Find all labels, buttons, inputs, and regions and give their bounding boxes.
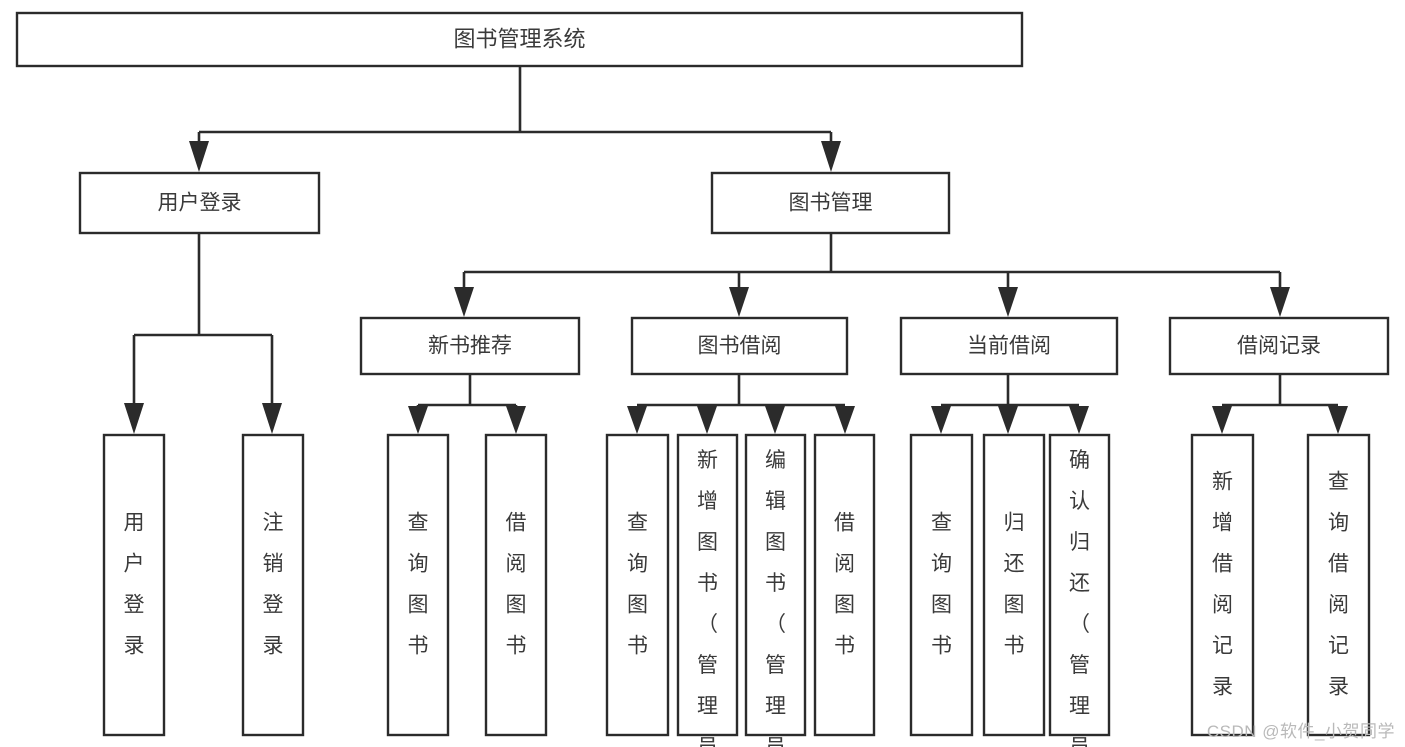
- node-label: 图书管理: [789, 192, 873, 215]
- node-label: 查询图书: [931, 511, 952, 657]
- node-label: 查询借阅记录: [1328, 470, 1349, 698]
- arrowhead-borrow-leaf-1: [627, 406, 647, 434]
- arrowhead-book-to-record: [1270, 287, 1290, 317]
- node-leaf-2-查询图书[interactable]: 查询图书: [386, 433, 450, 737]
- arrowhead-record-leaf-2: [1328, 406, 1348, 434]
- node-box: [813, 433, 876, 737]
- node-box: [710, 171, 951, 235]
- node-level2-1-图书管理[interactable]: 图书管理: [710, 171, 951, 235]
- node-leaf-7-借阅图书[interactable]: 借阅图书: [813, 433, 876, 737]
- node-label: 注销登录: [263, 511, 284, 657]
- connector-group-book-mgmt: [454, 233, 1290, 317]
- node-box: [676, 433, 739, 737]
- arrowhead-borrow-leaf-3: [765, 406, 785, 434]
- arrowhead-book-to-borrow: [729, 287, 749, 317]
- node-level3-3-借阅记录[interactable]: 借阅记录: [1168, 316, 1390, 376]
- arrowhead-borrow-leaf-4: [835, 406, 855, 434]
- arrowhead-current-leaf-3: [1069, 406, 1089, 434]
- node-leaf-0-用户登录[interactable]: 用户登录: [102, 433, 166, 737]
- node-level3-1-图书借阅[interactable]: 图书借阅: [630, 316, 849, 376]
- connector-group-record: [1212, 374, 1348, 434]
- node-label: 查询图书: [408, 511, 429, 657]
- node-label: 借阅图书: [834, 511, 855, 657]
- node-box: [1168, 316, 1390, 376]
- arrowhead-current-leaf-1: [931, 406, 951, 434]
- node-box: [605, 433, 670, 737]
- node-leaf-11-新增借阅记录[interactable]: 新增借阅记录: [1190, 433, 1255, 737]
- connector-group-borrow: [627, 374, 855, 434]
- node-leaf-8-查询图书[interactable]: 查询图书: [909, 433, 974, 737]
- node-box: [359, 316, 581, 376]
- node-leaf-9-归还图书[interactable]: 归还图书: [982, 433, 1046, 737]
- node-box: [909, 433, 974, 737]
- arrowhead-book-to-current: [998, 287, 1018, 317]
- node-leaf-3-借阅图书[interactable]: 借阅图书: [484, 433, 548, 737]
- node-box: [1048, 433, 1111, 737]
- node-root-0-图书管理系统[interactable]: 图书管理系统: [15, 11, 1024, 68]
- arrowhead-root-to-book: [821, 141, 841, 172]
- node-box: [15, 11, 1024, 68]
- node-level3-0-新书推荐[interactable]: 新书推荐: [359, 316, 581, 376]
- node-leaf-5-新增图书管理员[interactable]: 新增图书（管理员）: [676, 433, 739, 747]
- node-leaf-10-确认归还管理员[interactable]: 确认归还（管理员）: [1048, 433, 1111, 747]
- node-box: [630, 316, 849, 376]
- node-label: 借阅图书: [506, 511, 527, 657]
- node-leaf-6-编辑图书管理员[interactable]: 编辑图书（管理员）: [744, 433, 807, 747]
- node-box: [241, 433, 305, 737]
- node-label: 图书管理系统: [453, 26, 585, 51]
- connector-group-current: [931, 374, 1089, 434]
- node-label: 用户登录: [124, 511, 145, 657]
- node-leaf-4-查询图书[interactable]: 查询图书: [605, 433, 670, 737]
- node-level3-2-当前借阅[interactable]: 当前借阅: [899, 316, 1119, 376]
- node-label: 查询图书: [627, 511, 648, 657]
- node-box: [899, 316, 1119, 376]
- node-label: 新书推荐: [428, 335, 512, 358]
- connector-group-newbook: [408, 374, 526, 434]
- node-leaf-1-注销登录[interactable]: 注销登录: [241, 433, 305, 737]
- node-label: 确认归还（管理员）: [1069, 449, 1090, 747]
- node-label: 当前借阅: [967, 335, 1051, 358]
- node-label: 借阅记录: [1237, 335, 1321, 358]
- node-box: [484, 433, 548, 737]
- node-box: [982, 433, 1046, 737]
- arrowhead-user-leaf-2: [262, 403, 282, 434]
- arrowhead-current-leaf-2: [998, 406, 1018, 434]
- node-label: 编辑图书（管理员）: [765, 449, 786, 747]
- node-box: [1190, 433, 1255, 737]
- node-label: 新增借阅记录: [1212, 470, 1233, 698]
- arrowhead-book-to-newbook: [454, 287, 474, 317]
- arrowhead-record-leaf-1: [1212, 406, 1232, 434]
- node-box: [102, 433, 166, 737]
- arrowhead-user-leaf-1: [124, 403, 144, 434]
- arrowhead-borrow-leaf-2: [697, 406, 717, 434]
- arrowhead-newbook-leaf-1: [408, 406, 428, 434]
- node-label: 用户登录: [158, 192, 242, 215]
- connector-group-user-login: [124, 233, 282, 434]
- node-box: [744, 433, 807, 737]
- node-label: 图书借阅: [698, 335, 782, 358]
- node-leaf-12-查询借阅记录[interactable]: 查询借阅记录: [1306, 433, 1371, 737]
- nodes-layer: 图书管理系统用户登录图书管理新书推荐图书借阅当前借阅借阅记录用户登录注销登录查询…: [15, 11, 1390, 747]
- node-box: [1306, 433, 1371, 737]
- connector-group-root: [189, 66, 841, 172]
- node-label: 归还图书: [1004, 511, 1025, 657]
- node-box: [386, 433, 450, 737]
- node-level2-0-用户登录[interactable]: 用户登录: [78, 171, 321, 235]
- node-label: 新增图书（管理员）: [697, 449, 718, 747]
- node-box: [78, 171, 321, 235]
- arrowhead-newbook-leaf-2: [506, 406, 526, 434]
- arrowhead-root-to-user: [189, 141, 209, 172]
